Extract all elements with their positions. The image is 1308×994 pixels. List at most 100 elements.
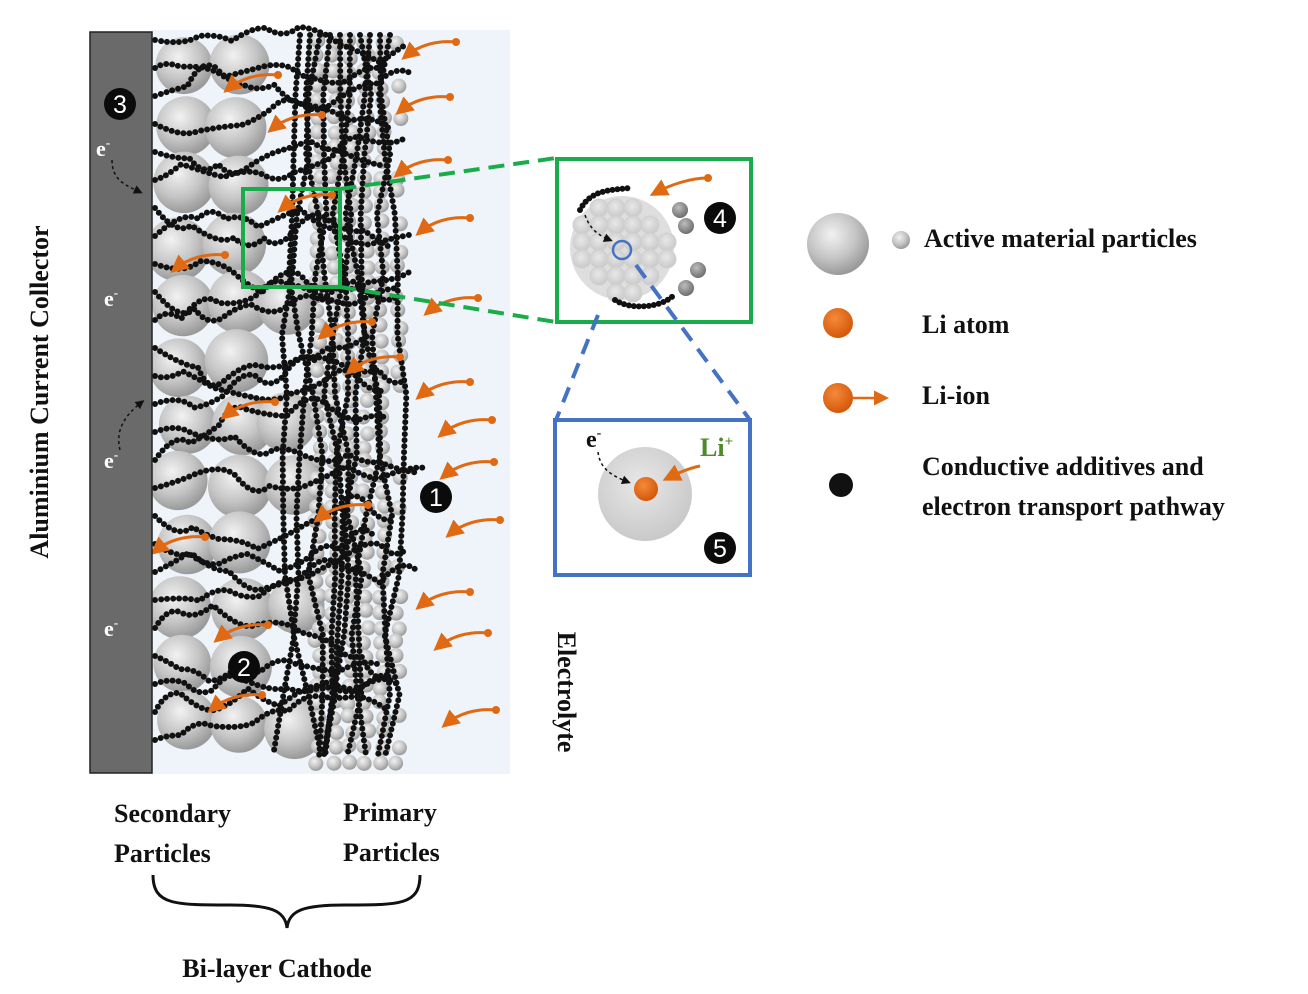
- legend-li-ion: [823, 383, 853, 413]
- primary-label-1: Primary: [343, 798, 437, 827]
- primary-particle: [329, 725, 345, 741]
- primary-particle: [327, 125, 343, 141]
- electron-label: e-: [104, 285, 118, 311]
- primary-particle: [589, 249, 609, 269]
- zoom-line: [554, 314, 600, 421]
- zoom-region-box: [241, 187, 342, 289]
- secondary-particle: [202, 212, 267, 277]
- secondary-label-2: Particles: [114, 839, 211, 868]
- electron-label: e-: [104, 447, 118, 473]
- primary-particle: [589, 232, 609, 252]
- secondary-particle-zoom: [555, 157, 753, 324]
- primary-particle: [606, 266, 626, 286]
- brace: [151, 874, 422, 929]
- conductive-chain: [342, 32, 384, 758]
- conductive-chain: [329, 32, 369, 758]
- primary-particle: [391, 740, 407, 756]
- zoom-line: [339, 156, 557, 191]
- li-ion-arrow: [313, 501, 372, 523]
- primary-particle: [359, 392, 375, 408]
- primary-particle: [640, 215, 660, 235]
- li-ion-arrow: [220, 398, 279, 420]
- primary-particle: [309, 92, 325, 108]
- primary-particle: [589, 198, 609, 218]
- li-ion-label: Li: [700, 433, 725, 462]
- li-ion-arrow: [415, 378, 474, 400]
- conductive-chain: [152, 60, 387, 86]
- secondary-particle: [264, 455, 325, 515]
- primary-particle: [623, 283, 643, 303]
- secondary-particle: [204, 329, 269, 393]
- conductive-chain: [152, 67, 415, 137]
- primary-particle: [340, 708, 356, 724]
- step-marker-4: 4: [704, 202, 736, 234]
- legend-li-atom: [823, 308, 853, 338]
- secondary-particle: [152, 274, 214, 337]
- secondary-particle: [207, 454, 272, 519]
- conductive-chain: [152, 23, 411, 67]
- primary-particle: [391, 621, 407, 637]
- primary-particle: [388, 35, 404, 51]
- step-marker-3: 3: [104, 88, 136, 120]
- li-ion-arrow: [150, 533, 209, 555]
- legend-conductive-1: Conductive additives and: [922, 452, 1204, 481]
- primary-particle: [360, 426, 376, 442]
- primary-particle: [308, 755, 324, 771]
- primary-particle: [572, 232, 592, 252]
- primary-particle: [328, 739, 344, 755]
- legend-li-atom-label: Li atom: [922, 310, 1010, 339]
- primary-particle: [388, 633, 404, 649]
- legend-secondary-particle: [807, 213, 869, 275]
- li-ion-arrows: [150, 38, 504, 728]
- conductive-chain: [286, 32, 326, 758]
- li-ion-arrow: [441, 706, 500, 728]
- li-ion-arrow: [415, 214, 474, 236]
- primary-particle: [589, 266, 609, 286]
- primary-particle: [623, 198, 643, 218]
- primary-particle: [312, 334, 328, 350]
- primary-particle: [640, 232, 660, 252]
- li-ion-arrow: [393, 156, 452, 178]
- primary-particle: [657, 232, 677, 252]
- primary-particle: [356, 755, 372, 771]
- conductive-chain: [152, 332, 371, 411]
- legend-conductive-2: electron transport pathway: [922, 492, 1225, 521]
- secondary-label-1: Secondary: [114, 799, 231, 828]
- primary-particle: [372, 681, 388, 697]
- conductive-chain: [303, 32, 346, 758]
- svg-text:1: 1: [429, 484, 443, 512]
- secondary-particle: [156, 96, 216, 156]
- svg-text:4: 4: [713, 205, 727, 233]
- cathode-label: Bi-layer Cathode: [182, 954, 371, 983]
- li-ion-arrow: [423, 294, 482, 316]
- primary-particle: [373, 333, 389, 349]
- primary-particle: [356, 440, 372, 456]
- primary-particle: [572, 215, 592, 235]
- svg-text:3: 3: [113, 91, 127, 119]
- primary-particle: [640, 266, 660, 286]
- conductive-chain: [152, 258, 413, 297]
- primary-particle: [342, 754, 358, 770]
- primary-particle: [589, 215, 609, 235]
- conductive-chain: [290, 32, 333, 758]
- conductive-chain: [152, 462, 427, 495]
- svg-text:5: 5: [713, 535, 727, 563]
- li-ion-arrow: [445, 516, 504, 538]
- primary-particle: [359, 544, 375, 560]
- conductive-pathways: [152, 23, 427, 758]
- conductive-chain: [152, 205, 415, 248]
- electron-label: e-: [104, 615, 118, 641]
- li-ion-arrow: [395, 93, 454, 115]
- primary-particle: [623, 215, 643, 235]
- primary-particle: [360, 260, 376, 276]
- primary-particle: [373, 755, 389, 771]
- collector-label: Aluminium Current Collector: [25, 225, 54, 558]
- electron-label: e: [586, 427, 597, 453]
- primary-particle: [572, 249, 592, 269]
- li-ion-arrow: [170, 251, 229, 273]
- secondary-particle: [158, 395, 217, 454]
- zoom-line: [339, 285, 557, 324]
- li-ion-arrow: [401, 38, 460, 60]
- zoom-line: [634, 263, 752, 422]
